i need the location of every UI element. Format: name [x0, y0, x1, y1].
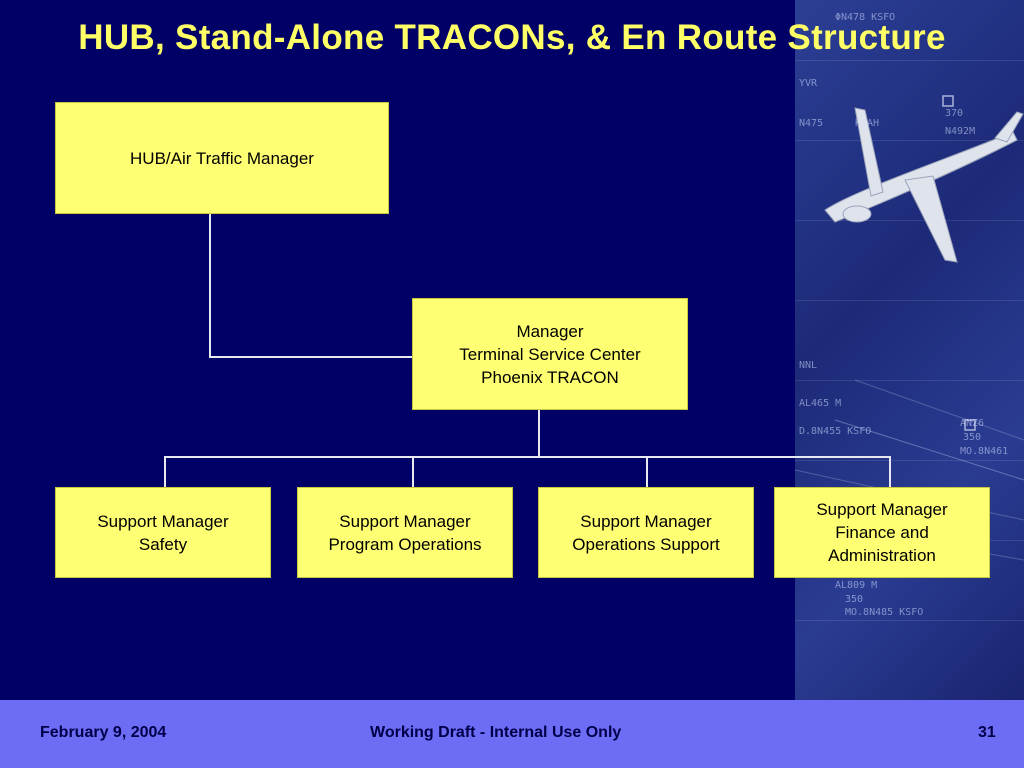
- org-box-line: Program Operations: [328, 534, 482, 554]
- connector-child-3: [646, 456, 648, 487]
- airplane-icon: [795, 95, 1024, 561]
- org-box-terminal-manager: Manager Terminal Service Center Phoenix …: [412, 298, 688, 410]
- org-box-line: Phoenix TRACON: [481, 367, 619, 387]
- org-box-line: Support Manager: [339, 511, 471, 531]
- slide-title: HUB, Stand-Alone TRACONs, & En Route Str…: [78, 18, 946, 57]
- org-box-line: Terminal Service Center: [459, 344, 641, 364]
- org-box-line: Support Manager: [816, 500, 948, 519]
- connector-top-vertical: [209, 213, 211, 358]
- connector-child-4: [889, 456, 891, 487]
- footer-label: Working Draft - Internal Use Only: [370, 724, 622, 741]
- airplane-radar-image: ΦN478 KSFO YVR N475 KIAH 370 N492M NNL A…: [795, 0, 1024, 700]
- slide-footer: February 9, 2004 Working Draft - Interna…: [0, 700, 1024, 768]
- footer-date: February 9, 2004: [40, 724, 167, 741]
- org-box-operations-support: Support Manager Operations Support: [538, 487, 754, 578]
- connector-bus: [164, 456, 891, 458]
- org-box-finance-administration: Support Manager Finance and Administrati…: [774, 487, 990, 578]
- org-box-line: Safety: [138, 534, 188, 554]
- connector-mid-vertical: [538, 409, 540, 457]
- org-box-label: HUB/Air Traffic Manager: [130, 148, 314, 168]
- org-box-hub-manager: HUB/Air Traffic Manager: [55, 102, 389, 214]
- org-box-line: Administration: [828, 546, 936, 565]
- org-box-program-operations: Support Manager Program Operations: [297, 487, 513, 578]
- org-box-line: Manager: [516, 321, 584, 341]
- connector-child-1: [164, 456, 166, 487]
- org-box-safety: Support Manager Safety: [55, 487, 271, 578]
- org-box-line: Finance and: [835, 523, 929, 542]
- org-box-line: Support Manager: [580, 511, 712, 531]
- org-box-line: Support Manager: [97, 511, 229, 531]
- connector-child-2: [412, 456, 414, 487]
- org-box-line: Operations Support: [572, 534, 720, 554]
- connector-top-horizontal: [209, 356, 413, 358]
- page-number: 31: [978, 724, 996, 741]
